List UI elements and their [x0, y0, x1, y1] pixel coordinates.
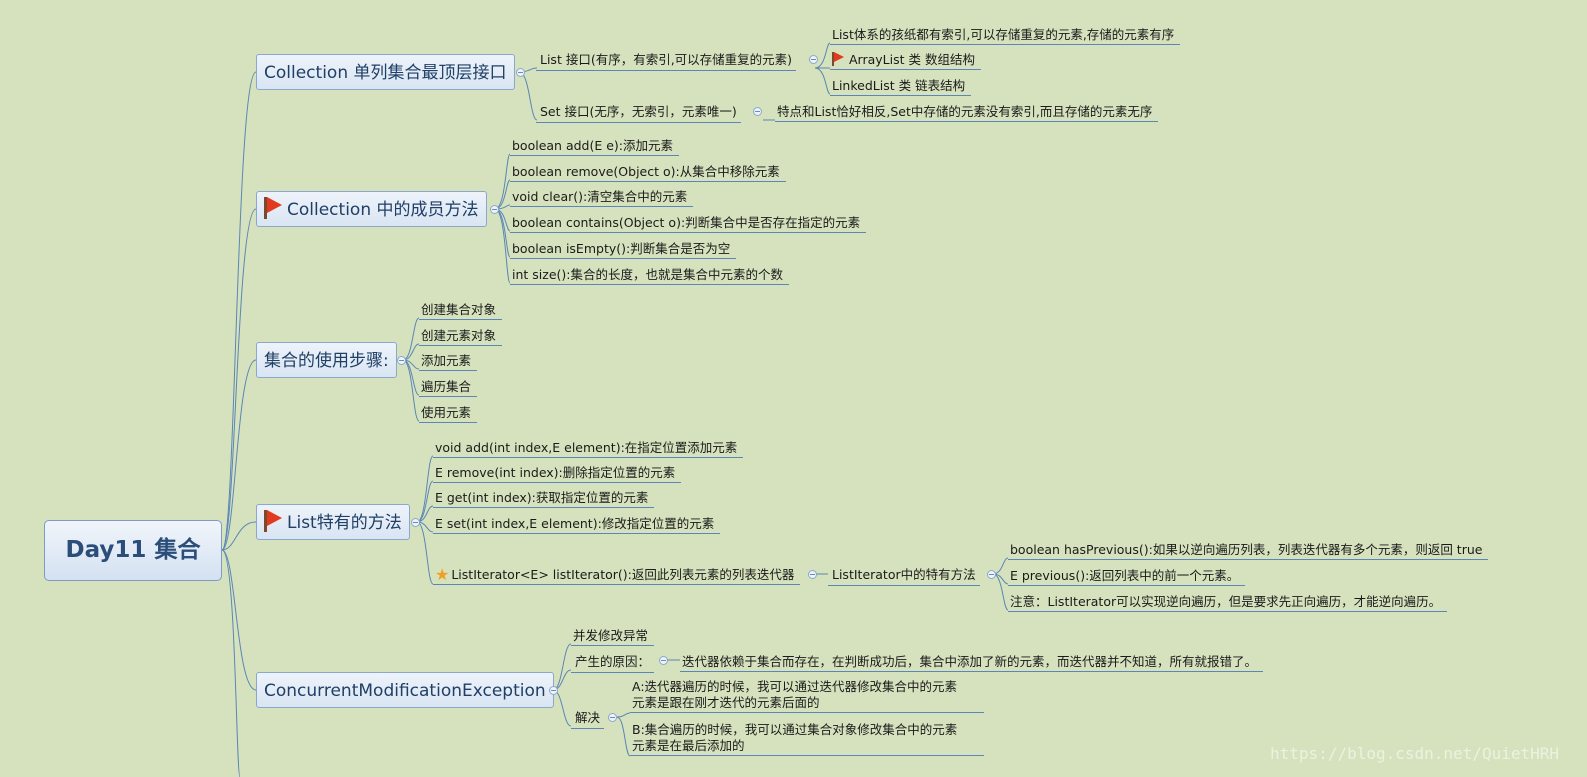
list-item[interactable]: E get(int index):获取指定位置的元素	[433, 490, 655, 508]
list-item[interactable]: E set(int index,E element):修改指定位置的元素	[433, 516, 721, 534]
list-item[interactable]: LinkedList 类 链表结构	[830, 78, 972, 96]
topic-usage-steps[interactable]: 集合的使用步骤:	[256, 342, 397, 378]
collapse-icon[interactable]	[659, 656, 668, 665]
list-item[interactable]: 使用元素	[419, 405, 478, 423]
list-item[interactable]: E previous():返回列表中的前一个元素。	[1008, 568, 1246, 586]
list-item[interactable]: boolean contains(Object o):判断集合中是否存在指定的元…	[510, 215, 867, 233]
list-item[interactable]: boolean remove(Object o):从集合中移除元素	[510, 164, 786, 182]
list-item[interactable]: B:集合遍历的时候，我可以通过集合对象修改集合中的元素 元素是在最后添加的	[630, 722, 984, 756]
list-item[interactable]: boolean isEmpty():判断集合是否为空	[510, 241, 737, 259]
flag-icon	[832, 52, 844, 66]
topic-list-methods[interactable]: List特有的方法	[256, 504, 410, 540]
collapse-icon[interactable]	[549, 686, 558, 695]
topic-set-interface[interactable]: Set 接口(无序，无索引，元素唯一)	[536, 104, 741, 123]
watermark: https://blog.csdn.net/QuietHRH	[1270, 744, 1559, 763]
collapse-icon[interactable]	[490, 205, 499, 214]
list-item[interactable]: ArrayList 类 数组结构	[830, 52, 981, 70]
collapse-icon[interactable]	[397, 356, 406, 365]
list-item[interactable]: E remove(int index):删除指定位置的元素	[433, 465, 682, 483]
list-item[interactable]: List体系的孩纸都有索引,可以存储重复的元素,存储的元素有序	[830, 27, 1181, 45]
list-item[interactable]: 创建集合对象	[419, 302, 503, 320]
list-item-label: ListIterator<E> listIterator():返回此列表元素的列…	[451, 567, 795, 582]
topic-list-interface[interactable]: List 接口(有序，有索引,可以存储重复的元素)	[536, 52, 797, 71]
list-item[interactable]: void clear():清空集合中的元素	[510, 189, 694, 207]
collapse-icon[interactable]	[608, 713, 617, 722]
list-item[interactable]: boolean add(E e):添加元素	[510, 138, 680, 156]
list-item[interactable]: 创建元素对象	[419, 328, 503, 346]
solution-line: A:迭代器遍历的时候，我可以通过迭代器修改集合中的元素	[632, 679, 958, 694]
list-item[interactable]: 特点和List恰好相反,Set中存储的元素没有索引,而且存储的元素无序	[775, 104, 1159, 122]
topic-label: List特有的方法	[287, 513, 402, 533]
collapse-icon[interactable]	[516, 68, 525, 77]
collapse-icon[interactable]	[753, 107, 762, 116]
list-item[interactable]: A:迭代器遍历的时候，我可以通过迭代器修改集合中的元素 元素是跟在刚才迭代的元素…	[630, 679, 984, 713]
flag-icon	[264, 197, 282, 219]
list-item[interactable]: int size():集合的长度，也就是集合中元素的个数	[510, 267, 789, 285]
list-item[interactable]: boolean hasPrevious():如果以逆向遍历列表，列表迭代器有多个…	[1008, 542, 1489, 560]
topic-concurrent-modification[interactable]: ConcurrentModificationException	[256, 672, 554, 708]
list-item-label: ArrayList 类 数组结构	[849, 52, 975, 67]
topic-label: Collection 中的成员方法	[287, 200, 479, 220]
collapse-icon[interactable]	[809, 55, 818, 64]
list-item[interactable]: 注意：ListIterator可以实现逆向遍历，但是要求先正向遍历，才能逆向遍历…	[1008, 594, 1448, 612]
star-icon: ★	[435, 565, 450, 584]
topic-collection-methods[interactable]: Collection 中的成员方法	[256, 191, 487, 227]
list-item[interactable]: ★ListIterator<E> listIterator():返回此列表元素的…	[433, 565, 801, 585]
list-item[interactable]: 添加元素	[419, 353, 478, 371]
topic-solution[interactable]: 解决	[571, 710, 605, 729]
root-topic[interactable]: Day11 集合	[44, 520, 222, 581]
collapse-icon[interactable]	[987, 570, 996, 579]
list-item[interactable]: 并发修改异常	[571, 628, 655, 646]
list-item[interactable]: 遍历集合	[419, 379, 478, 397]
list-item[interactable]: 迭代器依赖于集合而存在，在判断成功后，集合中添加了新的元素，而迭代器并不知道，所…	[680, 654, 1264, 672]
solution-line: B:集合遍历的时候，我可以通过集合对象修改集合中的元素	[632, 722, 958, 737]
list-item[interactable]: void add(int index,E element):在指定位置添加元素	[433, 440, 744, 458]
solution-line: 元素是跟在刚才迭代的元素后面的	[632, 695, 820, 710]
topic-cause[interactable]: 产生的原因：	[571, 654, 655, 673]
flag-icon	[264, 510, 282, 532]
solution-line: 元素是在最后添加的	[632, 738, 745, 753]
collapse-icon[interactable]	[411, 518, 420, 527]
topic-listiterator-methods[interactable]: ListIterator中的特有方法	[828, 567, 980, 586]
topic-collection[interactable]: Collection 单列集合最顶层接口	[256, 54, 515, 90]
collapse-icon[interactable]	[808, 570, 817, 579]
